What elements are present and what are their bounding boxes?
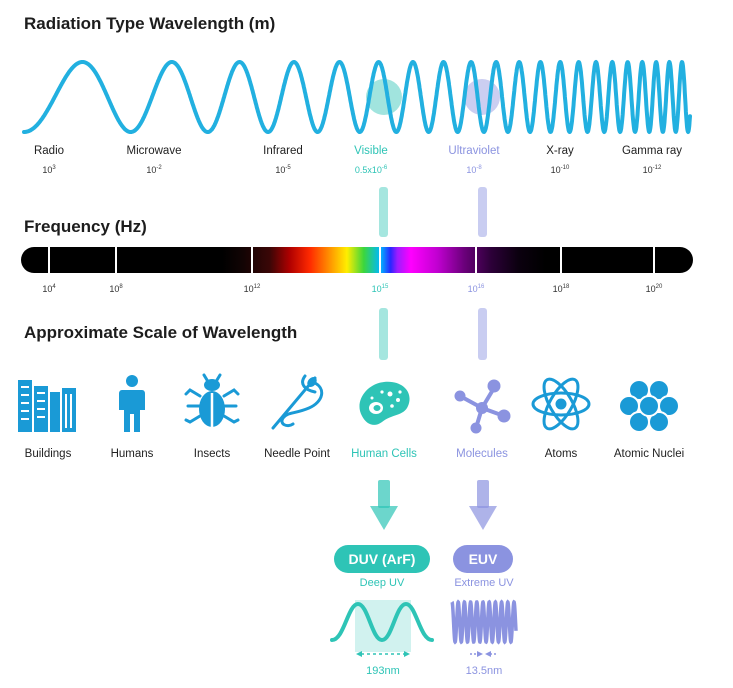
radiation-wavelength-value: 10-5 [275,165,291,175]
radiation-wavelength-value: 0.5x10-6 [354,165,388,175]
euv-wave-illustration [450,599,518,657]
frequency-tick [251,247,253,273]
wave-line [22,60,692,134]
frequency-label: 108 [109,284,123,294]
frequency-tick [560,247,562,273]
frequency-label: 1020 [645,284,663,294]
radiation-label-microwave: Microwave [126,145,182,157]
frequency-spectrum-bar [21,247,693,273]
duv-badge: DUV (ArF) [334,545,430,573]
visible-connector-lower [379,308,388,360]
radiation-wavelength-value: 10-8 [466,165,482,175]
scale-label-needle-point: Needle Point [264,448,330,460]
radiation-label-visible: Visible [354,145,388,157]
ultraviolet-connector-lower [478,308,487,360]
radiation-label-gamma-ray: Gamma ray [621,145,683,157]
frequency-label: 1015 [371,284,389,294]
euv-wavelength: 13.5nm [465,665,503,677]
wavelength-heading: Radiation Type Wavelength (m) [24,14,276,33]
scale-heading: Approximate Scale of Wavelength [24,323,298,342]
atom-icon [531,377,591,431]
needle-icon [271,374,324,430]
radiation-wavelength-value: 10-2 [146,165,162,175]
frequency-tick [379,247,381,273]
frequency-label: 104 [42,284,56,294]
duv-wavelength: 193nm [366,665,400,677]
frequency-label: 1016 [467,284,485,294]
euv-badge: EUV [453,545,513,573]
nucleus-icon [618,379,680,433]
duv-subtitle: Deep UV [359,577,405,589]
radiation-wavelength-value: 10-10 [550,165,570,175]
scale-label-buildings: Buildings [24,448,72,460]
radiation-label-ultraviolet: Ultraviolet [448,145,500,157]
scale-label-humans: Humans [110,448,154,460]
euv-subtitle: Extreme UV [454,577,514,589]
radiation-label-radio: Radio [33,145,65,157]
cell-icon [359,381,410,425]
frequency-tick [475,247,477,273]
duv-down-arrow [370,480,398,530]
frequency-label: 1012 [243,284,261,294]
frequency-tick [48,247,50,273]
frequency-tick [115,247,117,273]
ultraviolet-highlight [464,79,500,115]
radiation-wavelength-value: 103 [42,165,56,175]
radiation-wavelength-value: 10-12 [642,165,662,175]
visible-connector [379,187,388,237]
radiation-label-x-ray: X-ray [546,145,574,157]
scale-label-human-cells: Human Cells [351,448,417,460]
scale-label-insects: Insects [193,448,231,460]
frequency-label: 1018 [552,284,570,294]
human-icon [119,375,145,432]
insect-icon [184,373,240,427]
radiation-label-infrared: Infrared [263,145,303,157]
molecule-icon [454,379,511,434]
visible-highlight [366,79,402,115]
frequency-heading: Frequency (Hz) [24,217,147,236]
duv-wave-illustration [330,600,434,657]
buildings-icon [18,380,76,432]
scale-label-molecules: Molecules [456,448,508,460]
ultraviolet-connector [478,187,487,237]
frequency-tick [653,247,655,273]
wavelength-wave [22,60,692,134]
scale-label-atomic-nuclei: Atomic Nuclei [613,448,685,460]
euv-down-arrow [469,480,497,530]
scale-label-atoms: Atoms [544,448,578,460]
